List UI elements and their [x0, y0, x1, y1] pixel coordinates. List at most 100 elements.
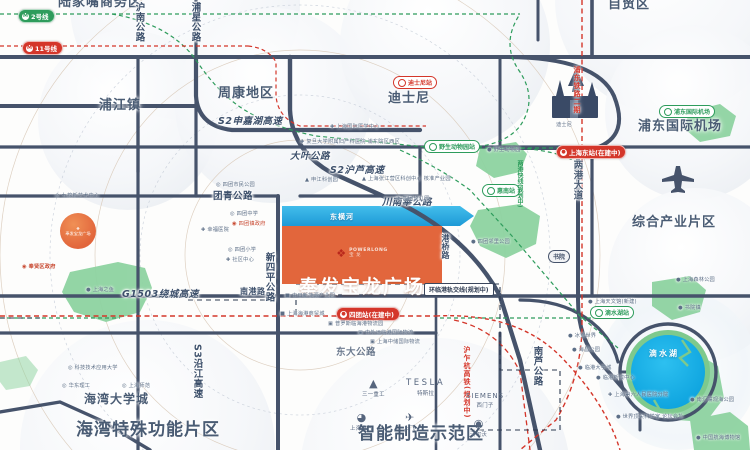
poi-fengxian-gov: ◉ 奉贤区政府: [22, 264, 56, 270]
poi-shuyuan-town: ● 书院镇: [678, 305, 701, 311]
poi-fudan-obgyn: ✚ 复旦大学附属妇产科医院 浦东院区西区: [300, 139, 400, 145]
lake-label-dishuihu: 滴水湖: [649, 349, 679, 358]
poi-haichang-park: ● 海昌公园: [572, 347, 601, 353]
planned-rail-huzhahang-label: 沪乍杭高铁(规划中): [463, 346, 471, 419]
road-label-puxing: 浦星公路: [190, 2, 201, 42]
comac-icon: ✈: [405, 411, 415, 424]
poi-wla-forum: ● 世界顶尖科学家 论坛会址: [616, 414, 684, 420]
district-label-disney: 迪士尼: [388, 91, 431, 106]
road-label-lianggang-avenue-text: 两港大道: [571, 160, 583, 200]
road-label-dongda: 东大公路: [336, 347, 377, 358]
poi-shanghai-fish: ● 上海之鱼: [86, 287, 115, 293]
poi-cmst-logistics-label: 上海中储国际物流: [376, 339, 421, 345]
road-label-tuanqing: 团青公路: [213, 191, 254, 202]
poi-lingang-university-label: 临港大学城: [584, 365, 612, 371]
poi-shenjiang-park: ▲ 申江科创园: [305, 177, 338, 183]
road-label-xinsiping: 新四平公路: [264, 252, 275, 302]
road-label-s3: S3沿江高速: [192, 344, 203, 398]
road-label-chuannanfeng: 川南奉公路: [382, 197, 433, 208]
brand-shanghai-electric-label: 上海电气: [350, 426, 373, 432]
district-label-industry: 综合产业片区: [632, 215, 717, 230]
metro-badge-line2[interactable]: M 2号线: [18, 9, 55, 23]
siemens-wordmark: SIEMENS: [466, 392, 505, 400]
metro-badge-line11[interactable]: M 11号线: [22, 41, 64, 55]
station-label-dishuihu: 滴水湖站: [605, 310, 630, 317]
powerlong-logo: ❖ POWERLONG 宝 龙: [336, 248, 388, 259]
poi-wildlife-park: ● 野生动物园: [487, 147, 521, 153]
project-satellite-marker[interactable]: ❖ 奉发宝龙广场: [60, 213, 96, 249]
road-label-dayegonglu: 大叶公路: [290, 151, 331, 162]
poi-forest-park-label: 上海森林公园: [682, 277, 715, 283]
station-chip-disney[interactable]: 迪士尼站: [393, 76, 438, 89]
poi-sixth-hospital: ✚ 上海第六人民医院分院: [608, 392, 669, 398]
district-label-lujiazui: 陆家嘴商务区: [58, 0, 143, 10]
poi-situan-citizen-park-label: 四团市民公园: [222, 182, 255, 188]
brand-comac: ✈ 上飞: [404, 412, 415, 432]
district-label-haiwan: 海湾特殊功能片区: [76, 420, 220, 440]
brand-volvo: ◉ 沃尔沃: [470, 418, 487, 438]
poi-east-china-univ-tech: ◎ 华东理工: [62, 383, 91, 389]
district-label-haiwan-university: 海湾大学城: [84, 392, 150, 406]
station-chip-dishuihu[interactable]: 滴水湖站: [590, 306, 635, 319]
road-label-nanlu-text: 南芦公路: [531, 346, 543, 386]
poi-xingfu-hospital: ✚ 幸福医院: [201, 227, 229, 233]
station-label-airport: 浦东国际机场: [674, 109, 711, 116]
poi-zhangjiang-innovation-label: 上海张江营区科创中心 核准产业园: [368, 176, 451, 182]
brand-tesla: TESLA 特斯拉: [406, 378, 445, 397]
station-chip-shuyuan[interactable]: 书院: [548, 250, 571, 263]
road-label-gangqiao: 港桥路: [441, 234, 450, 260]
poi-disney: 迪士尼: [556, 122, 573, 128]
planned-tag-ring-line-label: 环临港轨交线(规划中): [429, 287, 489, 294]
station-chip-airport[interactable]: 浦东国际机场: [659, 105, 716, 118]
poi-lingang-center: ● 临港新城中心: [596, 375, 635, 381]
poi-situan-neighbor-park: ● 四团邻里公园: [471, 239, 510, 245]
road-label-nanggang: 南港路: [240, 287, 266, 296]
poi-ice-world: ● 冰雪世界: [568, 333, 597, 339]
poi-shanghai-normal: ◎ 上海师范: [122, 383, 151, 389]
river-label-donghenghe: 东横河: [330, 213, 354, 221]
poi-disney-label: 迪士尼: [556, 122, 573, 128]
poi-wla-forum-label: 世界顶尖科学家 论坛会址: [622, 414, 684, 420]
station-tag-shanghai-east[interactable]: ● 上海东站(在建中): [556, 145, 627, 159]
project-highlight-block[interactable]: ❖ POWERLONG 宝 龙 奉发宝龙广场: [282, 226, 442, 298]
district-label-pujiang: 浦江镇: [99, 98, 142, 113]
station-tag-shanghai-east-label: 上海东站(在建中): [569, 149, 621, 157]
rail-icon-shanghai-east: ●: [560, 148, 567, 156]
station-label-wildlife: 野生动物园站: [439, 144, 476, 151]
river-donghenghe: [282, 206, 474, 226]
poi-jiumian-art-label: 九棉新艺术中心: [61, 193, 100, 199]
poi-univ-applied-science: ◎ 科技技术应用大学: [68, 365, 118, 371]
poi-shenjiang-park-label: 申江科创园: [311, 177, 338, 183]
road-label-gangqiao-text: 港桥路: [441, 234, 450, 260]
brand-tesla-label: 特斯拉: [417, 391, 435, 397]
poi-sino-japan-energy-park-label: 中日新能源产业园: [291, 293, 336, 299]
poi-zhangjiang-innovation: ▲ 上海张江营区科创中心 核准产业园: [362, 176, 451, 182]
brand-sany-label: 三一重工: [362, 392, 385, 398]
station-icon-dishuihu: [595, 308, 603, 317]
poi-situan-kindergarten-label: 四团幼儿园: [402, 196, 430, 202]
poi-astronomy-museum: ● 上海天文馆(新建): [588, 299, 637, 305]
station-chip-wildlife[interactable]: 野生动物园站: [424, 140, 481, 153]
station-tag-situan[interactable]: ● 四团站(在建中): [336, 307, 400, 321]
poi-shanghai-fish-label: 上海之鱼: [92, 287, 115, 293]
poi-maritime-museum: ● 中国航海博物馆: [696, 435, 741, 441]
poi-ice-world-label: 冰雪世界: [574, 333, 597, 339]
sany-icon: ▲: [369, 377, 378, 390]
station-chip-huinan[interactable]: 惠南站: [482, 184, 521, 197]
district-label-airport: 浦东国际机场: [638, 119, 723, 134]
powerlong-mark: ❖: [336, 247, 347, 260]
poi-situan-gov-label: 四团镇政府: [238, 221, 266, 227]
planned-tag-ring-line[interactable]: 环临港轨交线(规划中): [424, 283, 494, 296]
poi-sinotrans-logistics-label: 中外运临港国际物流: [364, 330, 414, 336]
road-label-s2-shenjiahu: S2申嘉湖高速: [218, 116, 283, 127]
road-label-lianggang-avenue: 两港大道: [571, 160, 583, 200]
rail-pudong-phase2-label: 浦东铁路二期: [573, 66, 581, 114]
poi-shuyuan-town-label: 书院镇: [684, 305, 701, 311]
poi-intl-medical-center-label: 上海国际医学中心: [336, 124, 380, 130]
station-label-huinan: 惠南站: [497, 188, 516, 195]
project-name: 奉发宝龙广场: [298, 276, 425, 298]
poi-haichang-park-label: 海昌公园: [578, 347, 601, 353]
metro-icon-line11: M: [26, 44, 33, 52]
poi-nanhuizui-park-label: 南汇嘴观海公园: [696, 397, 735, 403]
